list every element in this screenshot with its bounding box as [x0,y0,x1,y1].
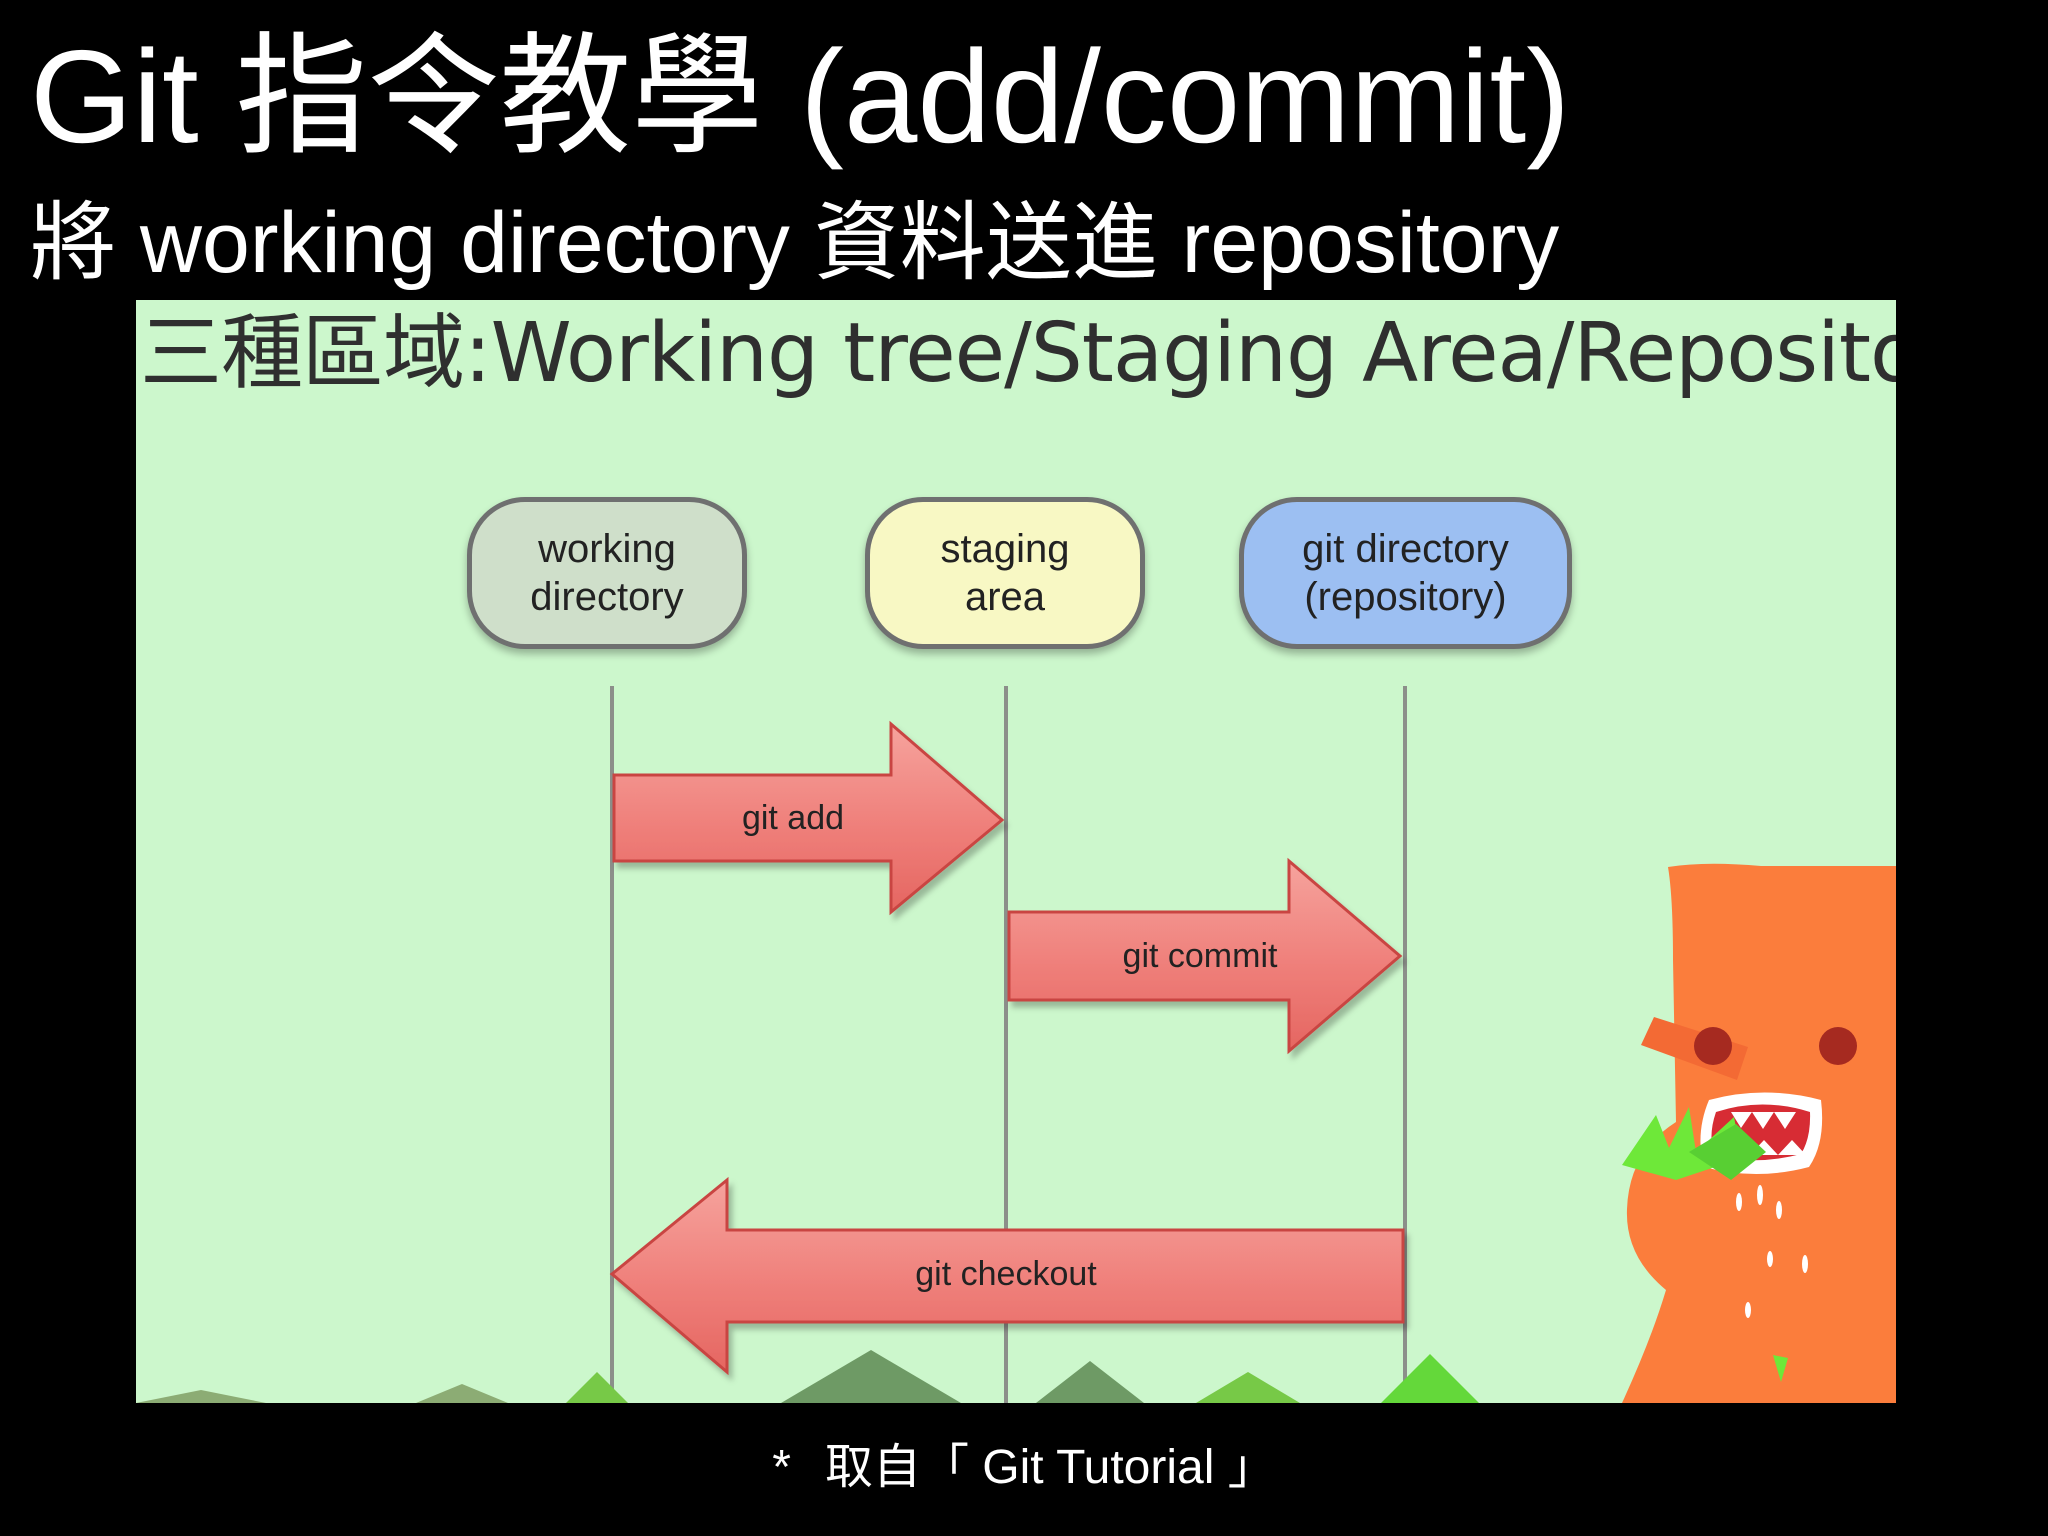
git-checkout-arrow: git checkout [609,1176,1405,1376]
git-add-arrow: git add [612,720,1005,916]
git-commit-label: git commit [1123,937,1278,975]
source-footnote: * 取自「 Git Tutorial 」 [0,1437,2048,1499]
diagram-graphics: git add git commit git checkout [136,720,1896,1403]
monster-mascot [1622,863,1896,1403]
git-directory-box: git directory (repository) [1239,497,1572,649]
git-directory-lifeline [1403,686,1407,1403]
git-directory-label-line-1: git directory [1302,527,1509,571]
git-diagram-panel: 三種區域:Working tree/Staging Area/Repositor… [136,300,1896,1403]
slide-title: Git 指令教學 (add/commit) [30,23,1571,170]
staging-area-label-line-1: staging [940,527,1070,571]
staging-area-box: staging area [865,497,1145,649]
diagram-heading: 三種區域:Working tree/Staging Area/Repositor… [140,306,1896,401]
working-directory-label-line-1: working [538,527,676,571]
slide-subtitle: 將 working directory 資料送進 repository [30,195,1560,291]
grass-hills [136,1350,1479,1403]
footnote-asterisk: * [772,1441,791,1494]
git-commit-arrow: git commit [1007,857,1403,1055]
git-checkout-label: git checkout [915,1255,1097,1293]
git-add-label: git add [742,799,844,837]
working-directory-box: working directory [467,497,747,649]
git-directory-label-line-2: (repository) [1304,575,1507,619]
working-directory-label-line-2: directory [530,575,684,619]
staging-area-label-line-2: area [964,575,1046,619]
working-directory-lifeline [610,686,614,1403]
staging-area-lifeline [1004,686,1008,1403]
footnote-text: 取自「 Git Tutorial 」 [824,1441,1276,1494]
